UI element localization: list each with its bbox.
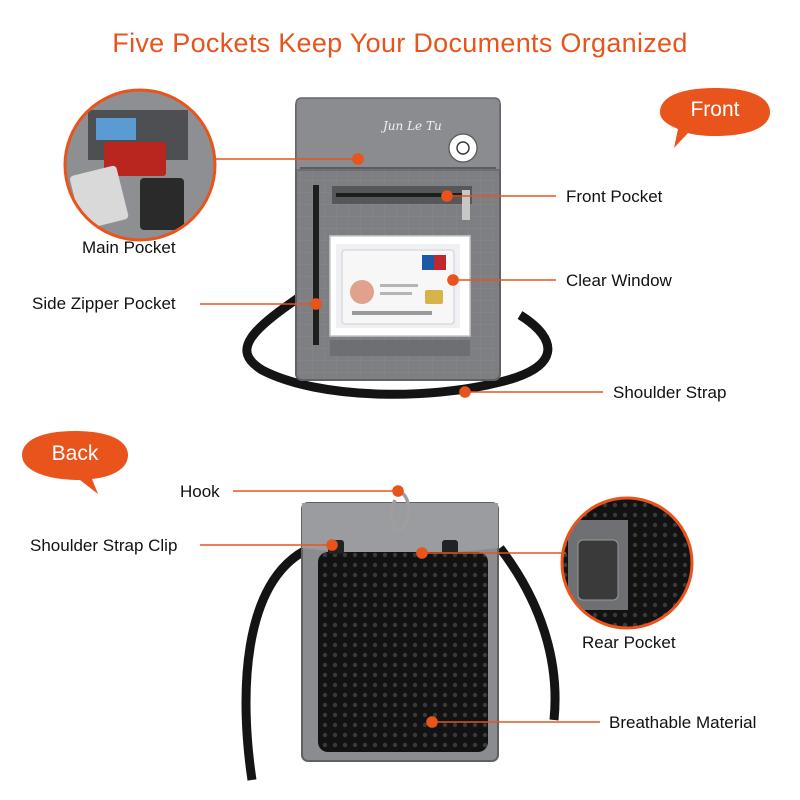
label-front-pocket: Front Pocket	[566, 187, 663, 206]
page-title: Five Pockets Keep Your Documents Organiz…	[112, 28, 688, 58]
front-shoulder-strap	[242, 286, 553, 399]
back-pouch	[241, 490, 560, 781]
label-rear-pocket: Rear Pocket	[582, 633, 676, 652]
label-side-zipper-pocket: Side Zipper Pocket	[32, 294, 176, 313]
back-badge-label: Back	[51, 442, 99, 465]
label-shoulder-strap-clip: Shoulder Strap Clip	[30, 536, 178, 555]
back-shoulder-strap	[241, 543, 560, 781]
label-shoulder-strap: Shoulder Strap	[613, 383, 727, 402]
label-main-pocket: Main Pocket	[82, 238, 176, 257]
front-pointers	[200, 153, 603, 398]
brand-text: Jun Le Tu	[380, 119, 442, 133]
front-pouch	[242, 97, 553, 399]
front-badge: Front	[660, 98, 770, 138]
back-pointers	[200, 485, 600, 728]
back-bubble-shape	[22, 431, 128, 494]
rear-pocket-inset	[560, 496, 694, 630]
label-breathable-material: Breathable Material	[609, 713, 757, 732]
main-pocket-inset	[63, 88, 217, 242]
front-badge-label: Front	[690, 98, 740, 121]
front-bubble-shape	[660, 88, 770, 148]
back-badge: Back	[22, 442, 128, 482]
label-hook: Hook	[180, 482, 220, 501]
label-clear-window: Clear Window	[566, 271, 672, 290]
